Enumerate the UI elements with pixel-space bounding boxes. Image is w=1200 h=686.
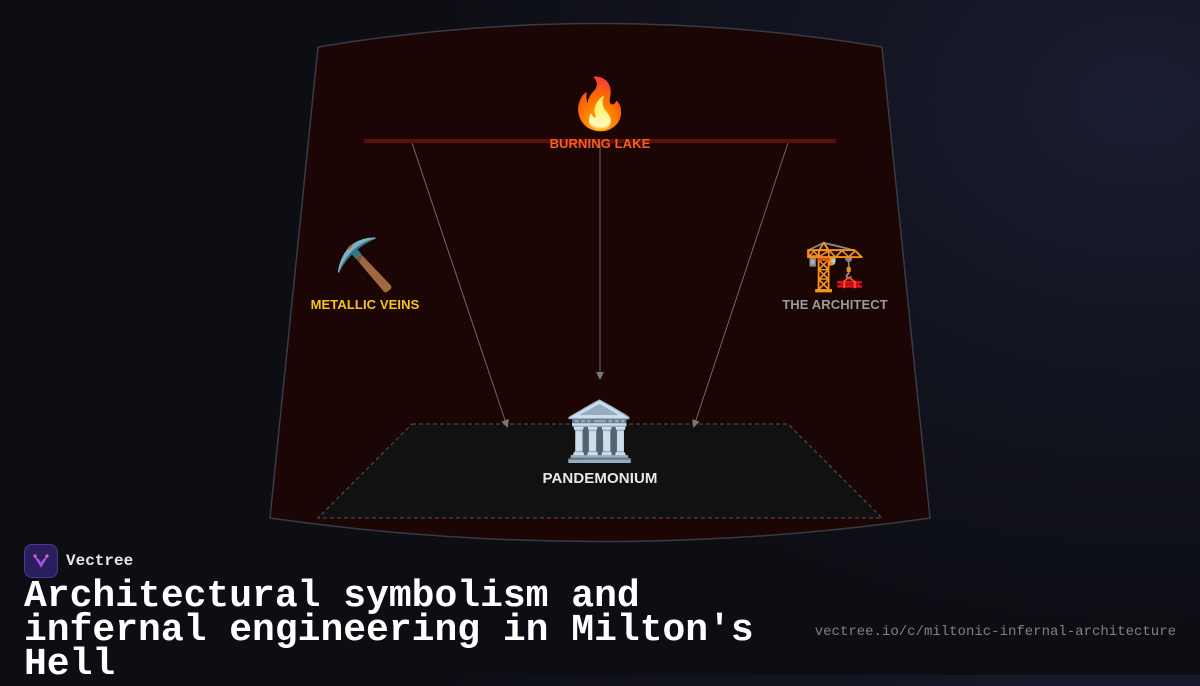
vectree-logo-icon [24, 544, 58, 578]
page-title: Architectural symbolism and infernal eng… [24, 575, 754, 686]
vectree-logo-glyph [33, 554, 49, 568]
pandemonium-platform [316, 423, 884, 519]
pickaxe-icon: ⛏️ [333, 236, 397, 294]
node-pandemonium: 🏛️ PANDEMONIUM [543, 398, 658, 487]
edge-the-architect-to-pandemonium [692, 142, 789, 428]
node-label-burning-lake: BURNING LAKE [549, 136, 651, 151]
source-url[interactable]: vectree.io/c/miltonic-infernal-architect… [814, 624, 1176, 640]
node-burning-lake: 🔥 BURNING LAKE [550, 76, 651, 151]
fire-icon: 🔥 [568, 75, 632, 133]
node-label-metallic-veins: METALLIC VEINS [310, 297, 420, 312]
node-metallic-veins: ⛏️ METALLIC VEINS [311, 237, 420, 312]
brand[interactable]: Vectree [24, 544, 133, 578]
brand-name: Vectree [66, 552, 134, 570]
crane-icon: 🏗️ [803, 236, 867, 294]
edge-metallic-veins-to-pandemonium [411, 142, 509, 428]
node-the-architect: 🏗️ THE ARCHITECT [782, 237, 888, 312]
classical-building-icon: 🏛️ [563, 397, 637, 465]
node-label-the-architect: THE ARCHITECT [782, 297, 888, 312]
node-label-pandemonium: PANDEMONIUM [542, 470, 658, 487]
